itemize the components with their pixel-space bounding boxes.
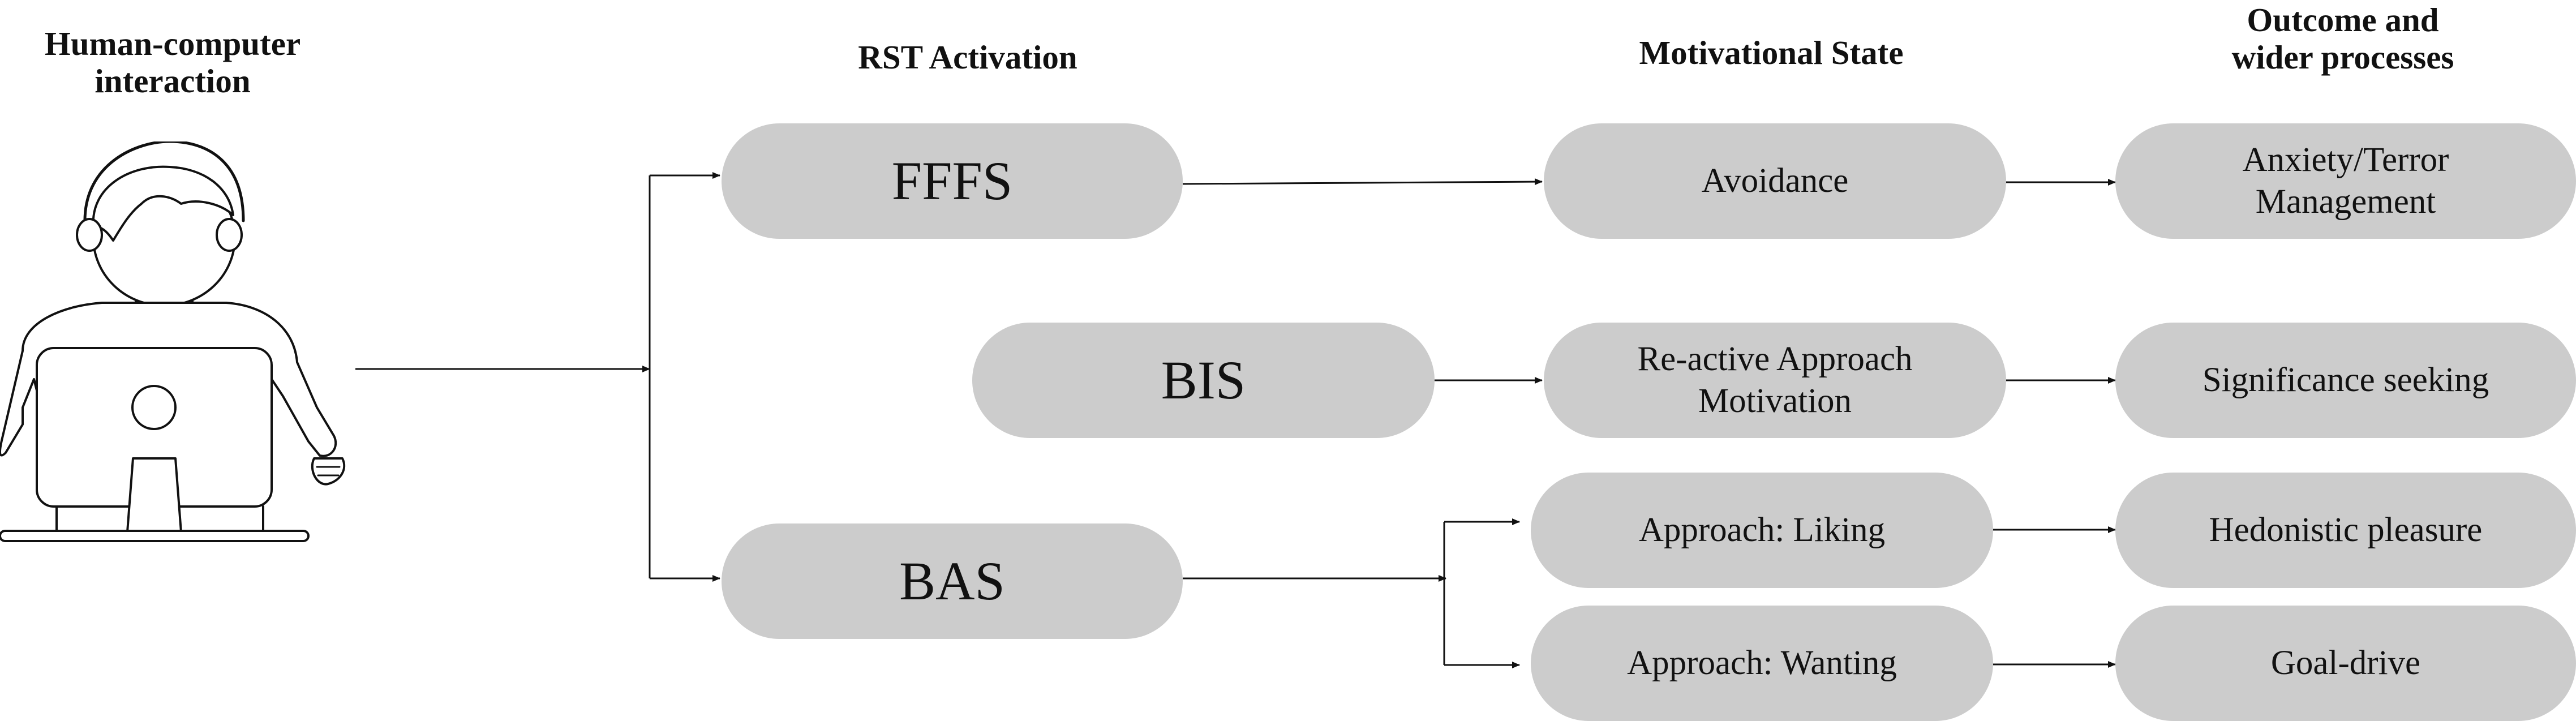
node-significance-seeking-label: Significance seeking [2202,361,2489,399]
arrow-fffs-to-avoidance [1182,178,1543,186]
header-rst-activation: RST Activation [858,38,1077,76]
node-anxiety-terror: Anxiety/Terror Management [2115,123,2576,239]
node-hedonistic-pleasure: Hedonistic pleasure [2115,473,2576,588]
node-bas-label: BAS [899,551,1005,611]
node-goal-drive-label: Goal-drive [2270,644,2421,682]
node-avoidance-label: Avoidance [1701,162,1849,200]
node-approach-liking-label: Approach: Liking [1638,511,1886,549]
node-avoidance: Avoidance [1544,123,2006,239]
node-approach-wanting-label: Approach: Wanting [1627,644,1897,682]
node-reactive-approach: Re-active Approach Motivation [1544,323,2006,438]
node-approach-liking: Approach: Liking [1531,473,1993,588]
node-bas: BAS [722,523,1183,639]
node-anxiety-terror-label: Anxiety/Terror Management [2242,141,2449,221]
person-at-computer-icon [0,141,346,542]
node-fffs-label: FFFS [891,151,1013,211]
node-significance-seeking: Significance seeking [2115,323,2576,438]
node-reactive-approach-label: Re-active Approach Motivation [1637,340,1913,420]
node-fffs: FFFS [722,123,1183,239]
header-hci: Human-computer interaction [44,25,301,100]
node-hedonistic-pleasure-label: Hedonistic pleasure [2209,511,2483,549]
header-motivational-state: Motivational State [1639,34,1904,71]
node-bis: BIS [972,323,1435,438]
node-approach-wanting: Approach: Wanting [1531,606,1993,721]
node-goal-drive: Goal-drive [2115,606,2576,721]
node-bis-label: BIS [1161,350,1246,410]
header-outcome: Outcome and wider processes [2231,1,2454,76]
